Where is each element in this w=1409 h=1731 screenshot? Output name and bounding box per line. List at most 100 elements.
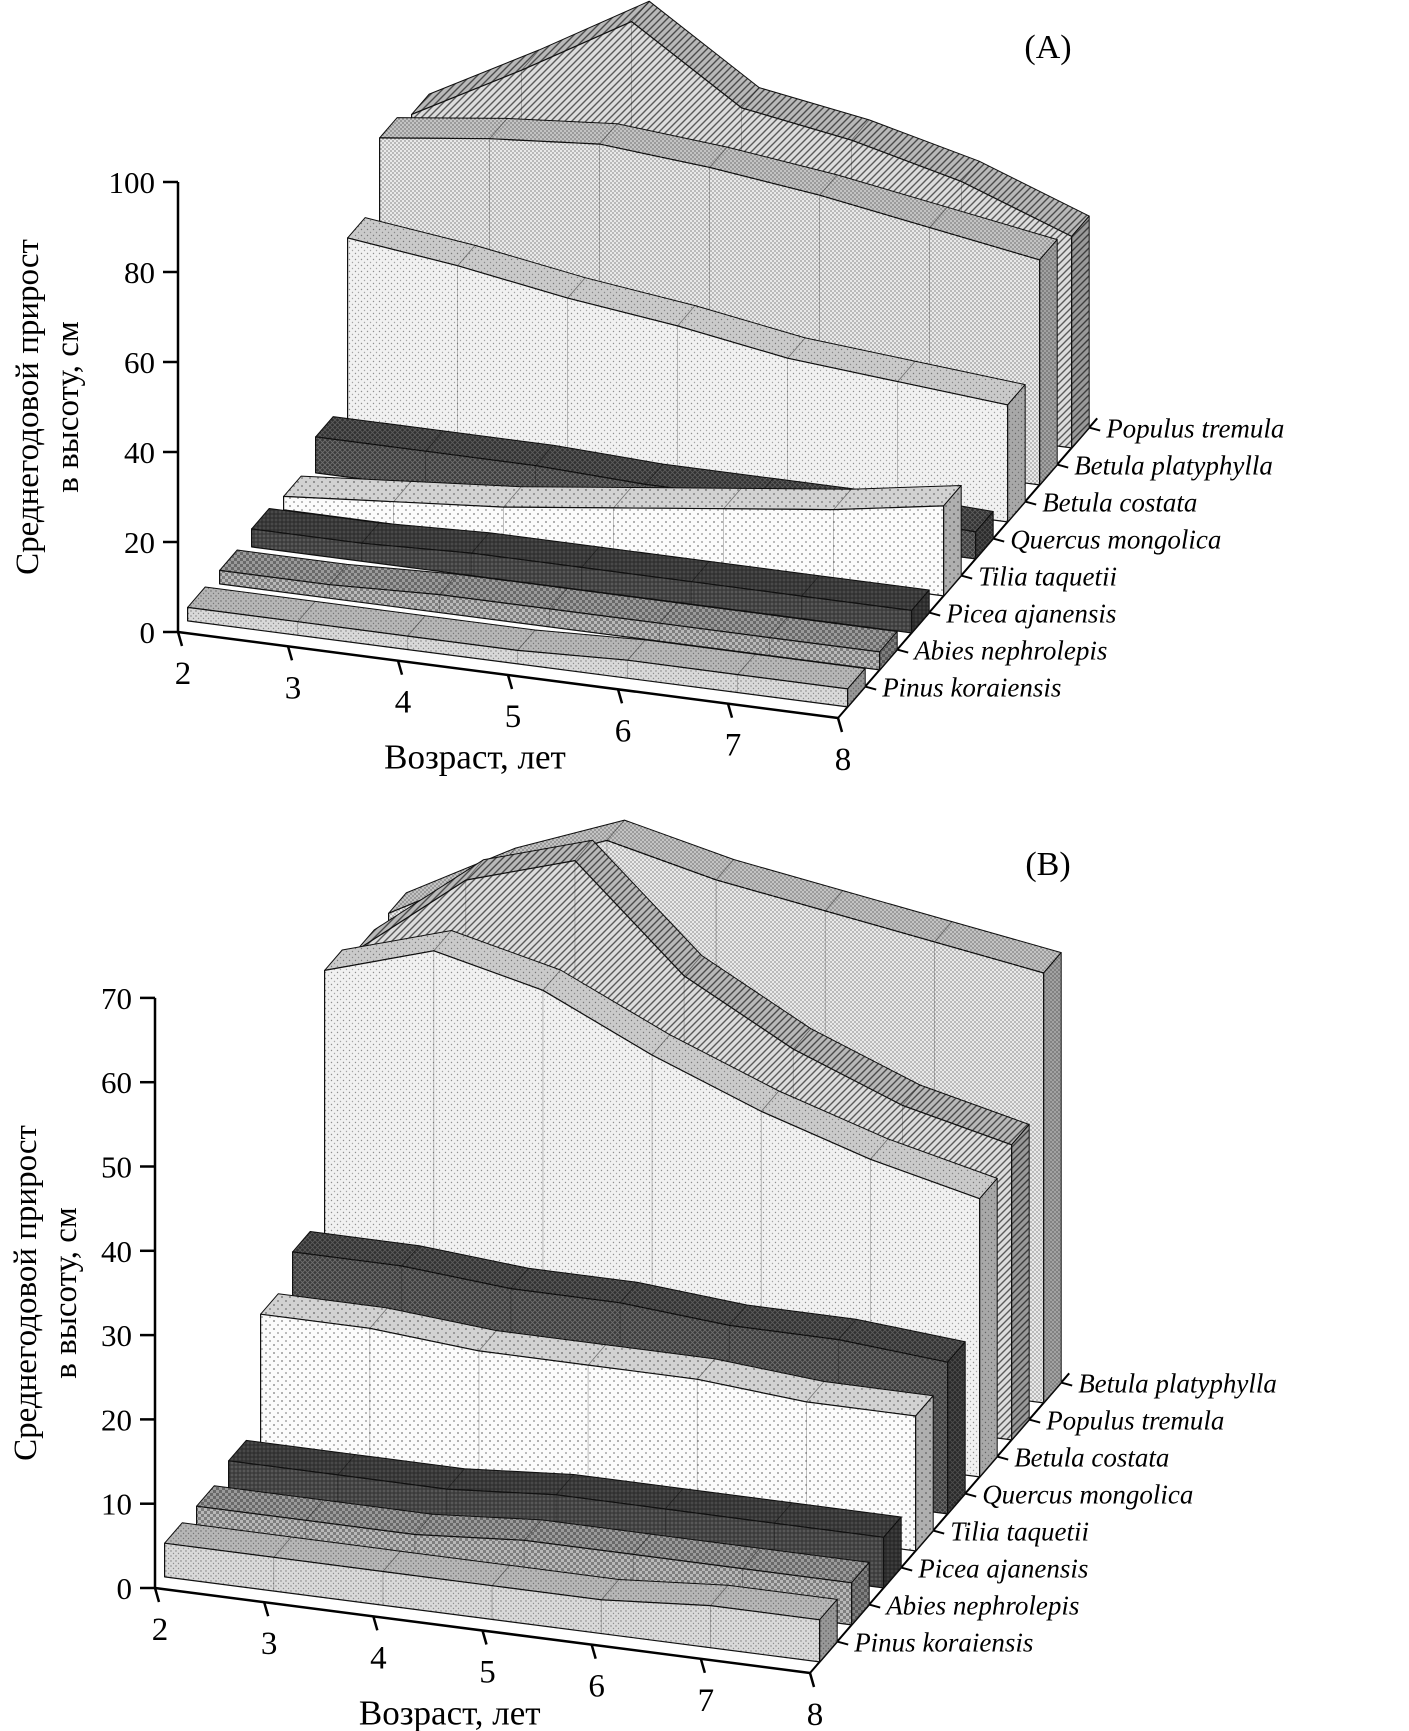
x-tick-label: 8 bbox=[807, 1697, 824, 1731]
x-tick-label: 2 bbox=[175, 656, 192, 692]
ribbon-face bbox=[1011, 1124, 1030, 1440]
x-axis: 2 3 4 5 6 7 8 Возраст, лет bbox=[175, 630, 852, 778]
ribbon-face bbox=[187, 587, 866, 689]
y-tick-label: 0 bbox=[140, 615, 156, 650]
x-axis: 2 3 4 5 6 7 8 Возраст, лет bbox=[152, 1586, 824, 1731]
y-tick-label: 0 bbox=[117, 1571, 133, 1606]
series-label-picea-ajanensis: Picea ajanensis bbox=[945, 599, 1116, 629]
panel-label: (B) bbox=[1025, 846, 1070, 883]
y-axis-title-line2: в высоту, см bbox=[48, 1207, 84, 1379]
ribbon-tilia-taquetii bbox=[260, 1293, 934, 1552]
ribbon-face bbox=[187, 606, 849, 708]
series-label-populus-tremula: Populus tremula bbox=[1105, 414, 1284, 444]
series-label-pinus-koraiensis: Pinus koraiensis bbox=[881, 673, 1061, 703]
ribbon-face bbox=[164, 1542, 821, 1663]
series-label-populus-tremula: Populus tremula bbox=[1045, 1406, 1224, 1436]
x-tick-label: 3 bbox=[261, 1626, 278, 1662]
x-tick-label: 7 bbox=[698, 1683, 715, 1719]
x-axis-title: Возраст, лет bbox=[359, 1693, 541, 1731]
x-tick-label: 5 bbox=[479, 1655, 496, 1691]
ribbon-face bbox=[356, 840, 1030, 1145]
ribbon-face bbox=[260, 1293, 934, 1416]
series-label-quercus-mongolica: Quercus mongolica bbox=[1010, 525, 1221, 555]
y-tick-label: 100 bbox=[109, 165, 156, 200]
y-tick-label: 80 bbox=[124, 255, 155, 290]
x-tick-label: 7 bbox=[725, 728, 742, 764]
y-tick-label: 20 bbox=[101, 1402, 132, 1437]
ribbon-face bbox=[947, 1341, 966, 1514]
ribbon-face bbox=[883, 1517, 902, 1588]
series-label-picea-ajanensis: Picea ajanensis bbox=[917, 1554, 1088, 1584]
x-tick-label: 8 bbox=[835, 742, 852, 778]
x-axis-title: Возраст, лет bbox=[384, 738, 566, 777]
series-label-abies-nephrolepis: Abies nephrolepis bbox=[884, 1591, 1079, 1621]
y-axis-title-line1: Среднегодовой прирост bbox=[10, 239, 46, 575]
series-label-abies-nephrolepis: Abies nephrolepis bbox=[912, 636, 1107, 666]
ribbon-pinus-koraiensis bbox=[164, 1522, 838, 1663]
ribbon-face bbox=[1039, 239, 1058, 485]
y-tick-label: 30 bbox=[101, 1318, 132, 1353]
y-axis-title-line2: в высоту, см bbox=[50, 321, 86, 493]
ribbon-face bbox=[260, 1313, 917, 1552]
ribbon-face bbox=[879, 631, 898, 670]
ribbon-face bbox=[219, 569, 881, 671]
x-tick-label: 4 bbox=[370, 1640, 387, 1676]
ribbon-pinus-koraiensis bbox=[187, 586, 866, 708]
ribbon-face bbox=[847, 668, 866, 707]
ribbon-face bbox=[851, 1562, 870, 1625]
y-tick-label: 70 bbox=[101, 981, 132, 1016]
ribbon-face bbox=[251, 528, 913, 634]
ribbon-face bbox=[219, 550, 898, 652]
ribbon-face bbox=[164, 1522, 838, 1620]
ribbon-face bbox=[196, 1485, 870, 1583]
ribbon-face bbox=[819, 1599, 838, 1662]
y-axis-title-line1: Среднегодовой прирост bbox=[8, 1125, 44, 1461]
ribbon-picea-ajanensis bbox=[251, 508, 930, 634]
x-tick-label: 6 bbox=[615, 713, 632, 749]
y-tick-label: 60 bbox=[124, 345, 155, 380]
x-tick-label: 4 bbox=[395, 685, 412, 721]
y-tick-label: 40 bbox=[124, 435, 155, 470]
y-tick-label: 20 bbox=[124, 525, 155, 560]
ribbon-face bbox=[915, 1395, 934, 1551]
ribbon-face bbox=[228, 1440, 902, 1538]
y-axis: 0 20 40 60 80 100 bbox=[109, 165, 180, 650]
ribbon-face bbox=[388, 820, 1062, 973]
y-axis: 0 10 20 30 40 50 60 70 bbox=[101, 981, 157, 1606]
series-label-tilia-taquetii: Tilia taquetii bbox=[950, 1517, 1089, 1547]
ribbon-face bbox=[1007, 384, 1026, 522]
x-tick-label: 6 bbox=[588, 1669, 605, 1705]
x-tick-label: 5 bbox=[505, 699, 522, 735]
ribbon-face bbox=[347, 217, 1026, 405]
panel-label: (A) bbox=[1024, 29, 1071, 66]
series-label-pinus-koraiensis: Pinus koraiensis bbox=[853, 1628, 1033, 1658]
ribbon-abies-nephrolepis bbox=[219, 549, 898, 671]
y-tick-label: 60 bbox=[101, 1065, 132, 1100]
ribbon-face bbox=[943, 485, 962, 596]
ribbon-face bbox=[251, 508, 930, 611]
ribbon-face bbox=[975, 511, 994, 559]
y-tick-label: 40 bbox=[101, 1234, 132, 1269]
y-tick-label: 50 bbox=[101, 1150, 132, 1185]
ribbon-face bbox=[979, 1178, 998, 1477]
ribbon-face bbox=[1043, 952, 1062, 1403]
x-tick-label: 3 bbox=[285, 670, 302, 706]
ribbon-face bbox=[324, 930, 998, 1199]
series-label-betula-platyphylla: Betula platyphylla bbox=[1078, 1369, 1277, 1399]
ribbon-face bbox=[379, 117, 1058, 260]
y-tick-label: 10 bbox=[101, 1487, 132, 1522]
ribbon-face bbox=[292, 1231, 966, 1363]
series-label-betula-costata: Betula costata bbox=[1014, 1443, 1169, 1473]
ribbon-face bbox=[911, 590, 930, 633]
series-label-betula-costata: Betula costata bbox=[1042, 488, 1197, 518]
series-label-tilia-taquetii: Tilia taquetii bbox=[978, 562, 1117, 592]
series-label-quercus-mongolica: Quercus mongolica bbox=[982, 1480, 1193, 1510]
x-tick-label: 2 bbox=[152, 1612, 169, 1648]
